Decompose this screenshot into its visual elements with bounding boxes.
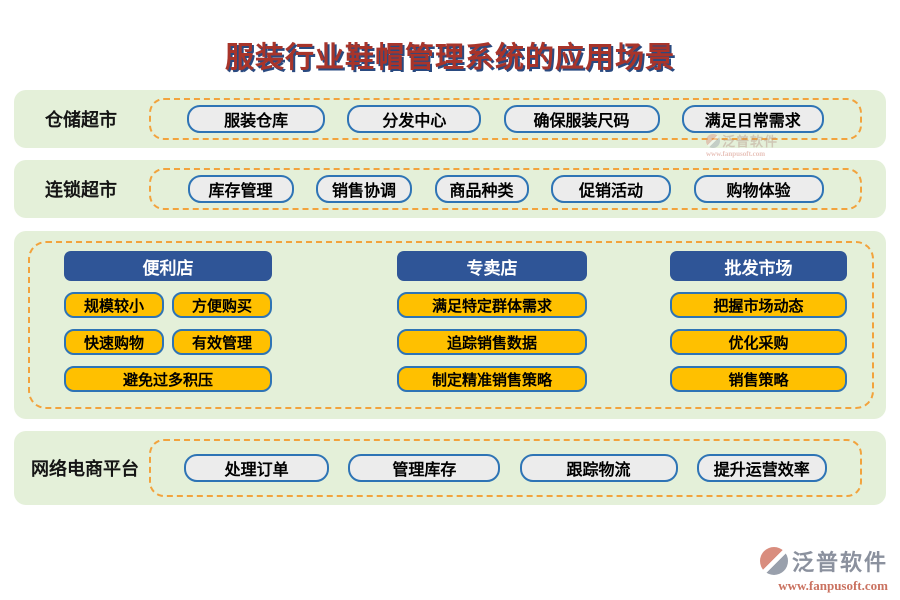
store-convenience-header: 便利店 bbox=[64, 251, 272, 281]
chain-chip-3: 商品种类 bbox=[434, 175, 529, 203]
ecommerce-chip-2: 管理库存 bbox=[348, 454, 501, 482]
wholesale-chip-1: 把握市场动态 bbox=[670, 292, 847, 318]
wholesale-chip-3: 销售策略 bbox=[670, 366, 847, 392]
section-warehouse-label: 仓储超市 bbox=[45, 110, 117, 130]
section-stores-group bbox=[28, 241, 874, 409]
store-wholesale: 批发市场 把握市场动态 优化采购 销售策略 bbox=[670, 251, 847, 403]
specialty-chip-3: 制定精准销售策略 bbox=[397, 366, 587, 392]
section-warehouse-group: 服装仓库 分发中心 确保服装尺码 满足日常需求 bbox=[149, 98, 862, 140]
footer-brand-lockup: 泛普软件 www.fanpusoft.com bbox=[759, 545, 888, 594]
chain-chip-2: 销售协调 bbox=[316, 175, 412, 203]
warehouse-chip-1: 服装仓库 bbox=[187, 105, 326, 133]
warehouse-chip-2: 分发中心 bbox=[347, 105, 482, 133]
store-specialty: 专卖店 满足特定群体需求 追踪销售数据 制定精准销售策略 bbox=[397, 251, 587, 403]
section-ecommerce-label: 网络电商平台 bbox=[31, 459, 139, 479]
watermark-url-text: www.fanpusoft.com bbox=[706, 150, 766, 158]
ecommerce-chip-4: 提升运营效率 bbox=[696, 454, 827, 482]
convenience-chip-4: 有效管理 bbox=[172, 329, 272, 355]
specialty-chip-2: 追踪销售数据 bbox=[397, 329, 587, 355]
section-chain: 连锁超市 库存管理 销售协调 商品种类 促销活动 购物体验 bbox=[14, 160, 886, 218]
specialty-chip-1: 满足特定群体需求 bbox=[397, 292, 587, 318]
chain-chip-4: 促销活动 bbox=[551, 175, 671, 203]
section-stores: 便利店 规模较小 方便购买 快速购物 有效管理 避免过多积压 专卖店 满足特定群… bbox=[14, 231, 886, 419]
convenience-chip-3: 快速购物 bbox=[64, 329, 164, 355]
store-specialty-header: 专卖店 bbox=[397, 251, 587, 281]
footer-url-text: www.fanpusoft.com bbox=[778, 578, 888, 593]
convenience-chip-1: 规模较小 bbox=[64, 292, 164, 318]
wholesale-chip-2: 优化采购 bbox=[670, 329, 847, 355]
page-title: 服装行业鞋帽管理系统的应用场景 bbox=[224, 42, 675, 74]
section-ecommerce-group: 处理订单 管理库存 跟踪物流 提升运营效率 bbox=[149, 439, 862, 497]
convenience-chip-5: 避免过多积压 bbox=[64, 366, 272, 392]
warehouse-chip-4: 满足日常需求 bbox=[681, 105, 824, 133]
store-convenience: 便利店 规模较小 方便购买 快速购物 有效管理 避免过多积压 bbox=[64, 251, 272, 403]
fanpu-logo-icon bbox=[759, 547, 788, 575]
footer-brand-text: 泛普软件 bbox=[791, 550, 888, 575]
section-chain-label: 连锁超市 bbox=[45, 180, 117, 200]
store-wholesale-header: 批发市场 bbox=[670, 251, 847, 281]
section-chain-group: 库存管理 销售协调 商品种类 促销活动 购物体验 bbox=[149, 168, 862, 210]
chain-chip-1: 库存管理 bbox=[187, 175, 294, 203]
section-ecommerce: 网络电商平台 处理订单 管理库存 跟踪物流 提升运营效率 bbox=[14, 431, 886, 505]
warehouse-chip-3: 确保服装尺码 bbox=[503, 105, 660, 133]
chain-chip-5: 购物体验 bbox=[693, 175, 824, 203]
ecommerce-chip-3: 跟踪物流 bbox=[519, 454, 678, 482]
section-warehouse: 仓储超市 服装仓库 分发中心 确保服装尺码 满足日常需求 bbox=[14, 90, 886, 148]
convenience-chip-2: 方便购买 bbox=[172, 292, 272, 318]
ecommerce-chip-1: 处理订单 bbox=[184, 454, 330, 482]
